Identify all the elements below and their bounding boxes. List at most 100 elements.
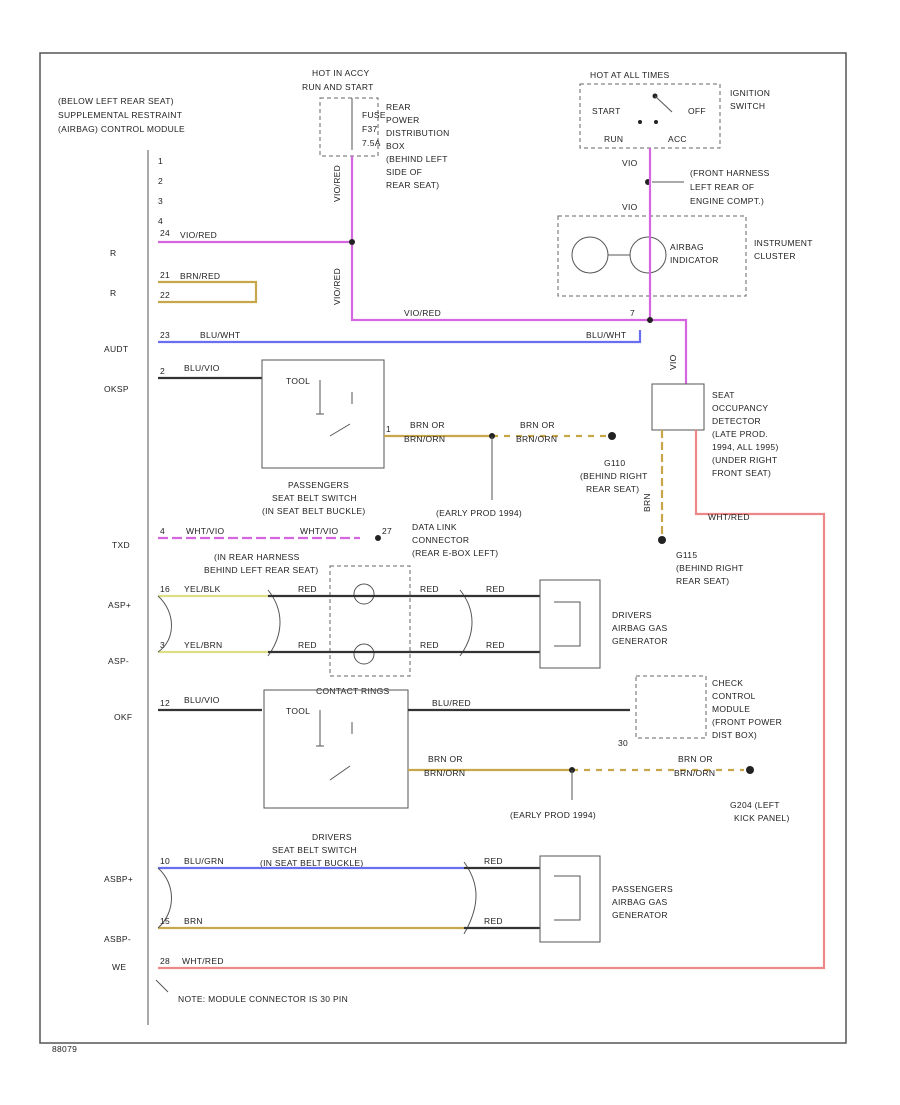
early-prod-1: (EARLY PROD 1994) <box>436 508 522 518</box>
fuse-label: FUSE <box>362 110 386 120</box>
wire-blue-audt <box>158 330 642 344</box>
ground-g115-symbol <box>658 536 666 544</box>
pin-2: 2 <box>158 176 163 186</box>
check-control-outline <box>635 675 707 739</box>
pin-num-2: 2 <box>160 366 165 376</box>
splice-violet-right <box>647 317 653 323</box>
wire-label-red-7: RED <box>484 856 503 866</box>
cluster-outline <box>557 215 747 297</box>
pin-num-21: 21 <box>160 270 170 280</box>
pin-4: 4 <box>158 216 163 226</box>
pin-num-10: 10 <box>160 856 170 866</box>
pos-run: RUN <box>604 134 623 144</box>
early-prod-2: (EARLY PROD 1994) <box>510 810 596 820</box>
wire-violet-feed <box>350 148 652 322</box>
wire-label-red-6: RED <box>486 640 505 650</box>
pin-3: 3 <box>158 196 163 206</box>
ccm-2: CONTROL <box>712 691 756 701</box>
shorting-bar-asp <box>157 595 172 653</box>
pos-acc: ACC <box>668 134 687 144</box>
wire-label-red-5: RED <box>420 640 439 650</box>
wire-label-blu-red: BLU/RED <box>432 698 471 708</box>
wire-label-wht-vio-2: WHT/VIO <box>300 526 339 536</box>
ignition-contact <box>654 95 673 113</box>
label-okf: OKF <box>114 712 132 722</box>
rear-harness-2: BEHIND LEFT REAR SEAT) <box>204 565 318 575</box>
driver-gen-1: DRIVERS <box>612 610 652 620</box>
hot-in-acc-1: HOT IN ACCY <box>312 68 369 78</box>
wire-label-brn-or-4: BRN OR <box>678 754 713 764</box>
wire-label-blu-wht: BLU/WHT <box>200 330 240 340</box>
pass-gen-1: PASSENGERS <box>612 884 673 894</box>
wire-label-vio-red-v: VIO/RED <box>332 165 342 202</box>
pin-num-3: 3 <box>160 640 165 650</box>
driver-gen-2: AIRBAG GAS <box>612 623 667 633</box>
passenger-gas-generator-squib <box>554 875 581 921</box>
label-oksp: OKSP <box>104 384 129 394</box>
ccm-3: MODULE <box>712 704 750 714</box>
front-harness-3: ENGINE COMPT.) <box>690 196 764 206</box>
rpdb-7: REAR SEAT) <box>386 180 439 190</box>
pos-off: OFF <box>688 106 706 116</box>
driver-switch-contacts <box>316 710 353 781</box>
fuse-box-outline <box>319 97 379 157</box>
rpdb-3: DISTRIBUTION <box>386 128 450 138</box>
module-location: (BELOW LEFT REAR SEAT) <box>58 96 174 106</box>
g115-label-3: REAR SEAT) <box>676 576 729 586</box>
diagram-frame <box>39 52 847 1044</box>
ignition-switch: HOT AT ALL TIMES START OFF RUN ACC IGNIT… <box>579 70 770 149</box>
wire-label-brn-or-3: BRN OR <box>428 754 463 764</box>
cluster-name-2: CLUSTER <box>754 251 796 261</box>
label-asp-minus: ASP- <box>108 656 129 666</box>
label-asp-plus: ASP+ <box>108 600 131 610</box>
rpdb-4: BOX <box>386 141 405 151</box>
ignition-header: HOT AT ALL TIMES <box>590 70 669 80</box>
sod-5: 1994, ALL 1995) <box>712 442 779 452</box>
wire-label-blu-grn: BLU/GRN <box>184 856 224 866</box>
pos-start: START <box>592 106 621 116</box>
front-harness-2: LEFT REAR OF <box>690 182 754 192</box>
pin-num-24: 24 <box>160 228 170 238</box>
pin-num-30: 30 <box>618 738 628 748</box>
pin-num-7: 7 <box>630 308 635 318</box>
sod-2: OCCUPANCY <box>712 403 768 413</box>
label-we: WE <box>112 962 126 972</box>
fuse-number: F37 <box>362 124 378 134</box>
airbag-indicator-lamp <box>629 236 667 274</box>
drv-switch-label-1: DRIVERS <box>312 832 352 842</box>
wire-label-vio-2: VIO <box>622 202 638 212</box>
pin-num-22: 22 <box>160 290 170 300</box>
wire-red-we <box>158 430 826 970</box>
driver-gas-generator-box <box>539 579 601 669</box>
rpdb-6: SIDE OF <box>386 167 422 177</box>
sod-6: (UNDER RIGHT <box>712 455 777 465</box>
label-asbp-minus: ASBP- <box>104 934 131 944</box>
passenger-switch-box <box>261 359 385 469</box>
fuse-rating: 7.5A <box>362 138 381 148</box>
passenger-switch-text: TOOL <box>286 376 310 386</box>
pin-num-15: 15 <box>160 916 170 926</box>
driver-switch-text: TOOL <box>286 706 310 716</box>
cluster-name-1: INSTRUMENT <box>754 238 813 248</box>
wire-label-vio-red-v2: VIO/RED <box>332 268 342 305</box>
pin-num-28: 28 <box>160 956 170 966</box>
note-leader <box>155 979 169 993</box>
drv-switch-label-3: (IN SEAT BELT BUCKLE) <box>260 858 363 868</box>
passenger-gas-generator-box <box>539 855 601 943</box>
ignition-acc-contact <box>654 120 658 124</box>
wire-label-yel-brn: YEL/BRN <box>184 640 222 650</box>
instrument-cluster: AIRBAG INDICATOR INSTRUMENT CLUSTER <box>557 215 813 297</box>
pin-numbers: 24 21 22 23 2 4 1 16 3 27 12 30 10 15 28… <box>160 228 635 966</box>
ccm-4: (FRONT POWER <box>712 717 782 727</box>
wire-label-brn-orn-1: BRN/ORN <box>404 434 445 444</box>
hot-in-acc-2: RUN AND START <box>302 82 374 92</box>
label-audt: AUDT <box>104 344 128 354</box>
wire-label-red-3: RED <box>486 584 505 594</box>
pass-gen-2: AIRBAG GAS <box>612 897 667 907</box>
driver-gen-3: GENERATOR <box>612 636 668 646</box>
ground-g204-symbol <box>746 766 754 774</box>
g204-label-1: G204 (LEFT <box>730 800 780 810</box>
wire-violet-seat-detector <box>650 318 688 384</box>
